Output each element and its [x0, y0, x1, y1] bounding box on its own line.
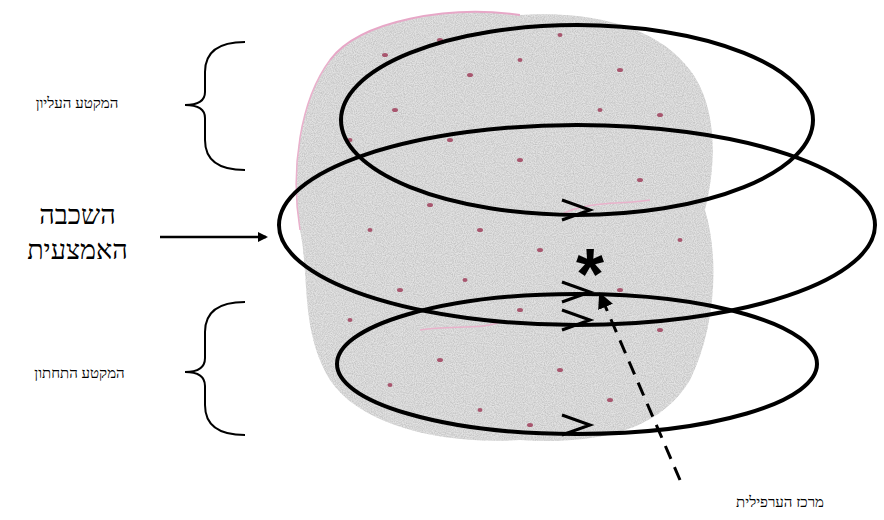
rotation-rings	[279, 25, 875, 434]
direction-chevrons	[562, 200, 590, 435]
center-leader	[600, 294, 680, 480]
center-label: מרכז הערפילית	[705, 493, 855, 511]
tissue-blob	[280, 0, 730, 460]
layer-label: השכבה האמצעית	[0, 198, 155, 268]
layer-pointer	[160, 236, 266, 239]
segment-label: המקטע העליון	[2, 94, 152, 112]
segment-label: המקטע התחתון	[2, 364, 157, 382]
center-marker: *	[560, 238, 620, 310]
segment-braces	[185, 42, 245, 435]
